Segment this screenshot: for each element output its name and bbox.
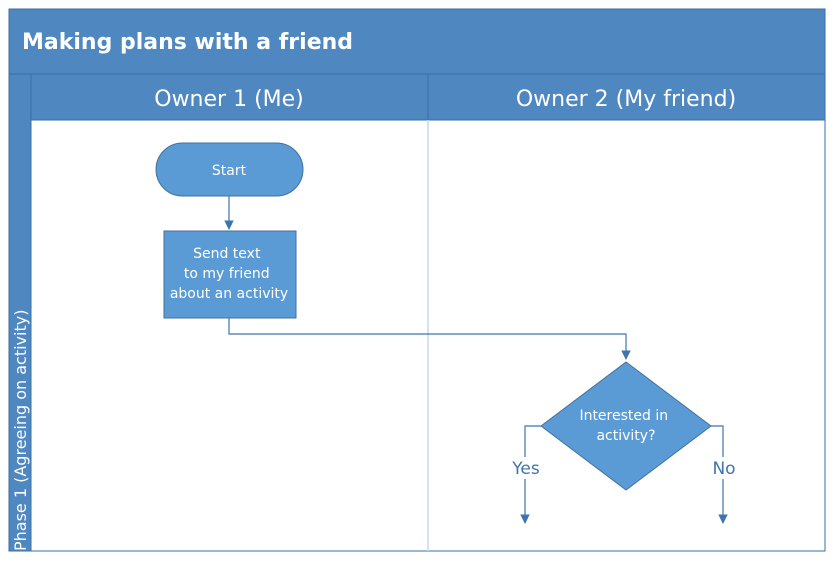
connector-no — [711, 425, 728, 524]
connector-yes — [520, 425, 541, 524]
branch-label-yes: Yes — [511, 459, 540, 479]
send-text-node-label: Send text to my friend about an activity — [170, 246, 288, 302]
lane-label-owner-1: Owner 1 (Me) — [154, 87, 304, 112]
phase-bar — [8, 73, 32, 552]
lane-header-owner-1 — [30, 73, 429, 121]
yes-label-bg — [508, 457, 544, 479]
phase-label: Phase 1 (Agreeing on activity) — [11, 310, 30, 551]
decision-node — [540, 361, 712, 491]
lane-label-owner-2: Owner 2 (My friend) — [516, 87, 736, 112]
lane-header-owner-2 — [427, 73, 826, 121]
send-text-node — [163, 230, 297, 319]
connector-send-to-decision — [228, 318, 631, 360]
no-label-bg — [708, 457, 740, 479]
decision-node-label: Interested in activity? — [579, 408, 672, 444]
diagram-title: Making plans with a friend — [22, 30, 353, 55]
title-bar — [8, 8, 826, 75]
start-node-label: Start — [212, 163, 247, 179]
branch-label-no: No — [712, 459, 735, 479]
